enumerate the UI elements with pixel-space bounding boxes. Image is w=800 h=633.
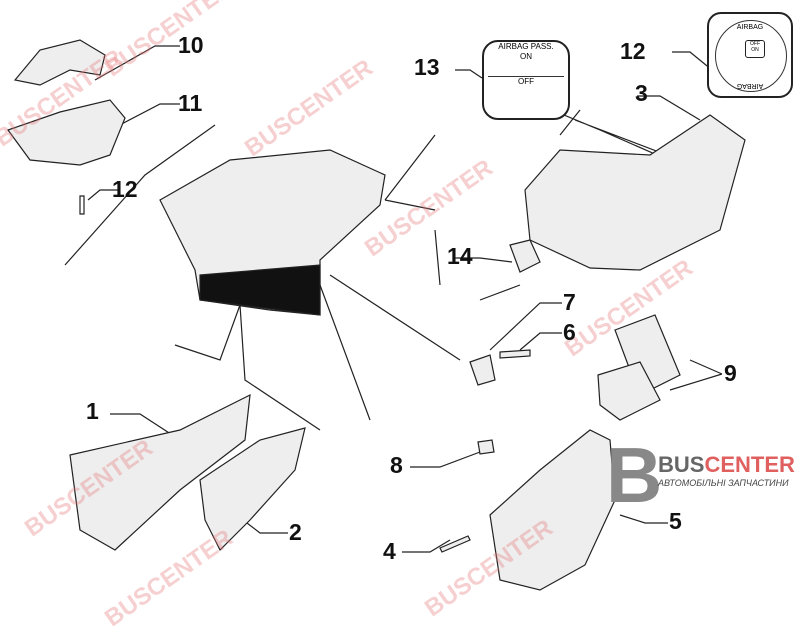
callout-11: 11 bbox=[178, 90, 203, 116]
seal-ring-text: AIRBAG bbox=[736, 24, 764, 31]
part-8-clip bbox=[477, 439, 495, 455]
callout-12: 12 bbox=[620, 38, 646, 64]
callout-9: 9 bbox=[724, 360, 737, 386]
callout-5: 5 bbox=[669, 508, 682, 534]
part-10-steering-cover-upper bbox=[13, 39, 106, 86]
callout-4: 4 bbox=[383, 538, 396, 564]
callout-6: 6 bbox=[563, 319, 576, 345]
callout-3: 3 bbox=[635, 80, 648, 106]
callout-2: 2 bbox=[289, 519, 302, 545]
logo-letter: B bbox=[606, 431, 663, 519]
part-4-screw bbox=[439, 535, 471, 553]
seal-ring-text: AIRBAG bbox=[736, 82, 764, 89]
leader-lines bbox=[64, 45, 723, 553]
part-7-bracket bbox=[469, 354, 496, 386]
logo-subtitle: АВТОМОБІЛЬНІ ЗАПЧАСТИНИ bbox=[658, 478, 789, 488]
callout-12: 12 bbox=[112, 176, 138, 202]
airbag-pass-label: AIRBAG PASS. ON OFF bbox=[482, 40, 570, 120]
airbag-label-off: OFF bbox=[518, 77, 534, 86]
part-9-frame bbox=[597, 361, 661, 421]
callout-13: 13 bbox=[414, 54, 440, 80]
seal-switch: OFF ON bbox=[745, 40, 765, 58]
logo-bus: BUS bbox=[658, 452, 705, 477]
callout-8: 8 bbox=[390, 452, 403, 478]
airbag-label-title: AIRBAG PASS. bbox=[498, 42, 554, 51]
part-3-glovebox bbox=[524, 114, 746, 271]
part-2-lower-panel bbox=[199, 427, 306, 552]
callout-14: 14 bbox=[447, 243, 473, 269]
part-5-console bbox=[489, 429, 616, 591]
part-11-steering-cover-lower bbox=[7, 99, 126, 166]
part-shapes bbox=[7, 39, 746, 591]
part-1-lower-panel bbox=[69, 393, 251, 551]
part-12-screw bbox=[79, 195, 85, 215]
part-14-switch bbox=[509, 239, 541, 273]
callout-10: 10 bbox=[178, 32, 204, 58]
airbag-seal-label: AIRBAG AIRBAG OFF ON bbox=[707, 12, 793, 98]
part-6-screw bbox=[499, 349, 531, 359]
callout-7: 7 bbox=[563, 289, 576, 315]
airbag-label-on: ON bbox=[520, 52, 532, 61]
logo-center: CENTER bbox=[704, 452, 795, 477]
callout-1: 1 bbox=[86, 398, 99, 424]
